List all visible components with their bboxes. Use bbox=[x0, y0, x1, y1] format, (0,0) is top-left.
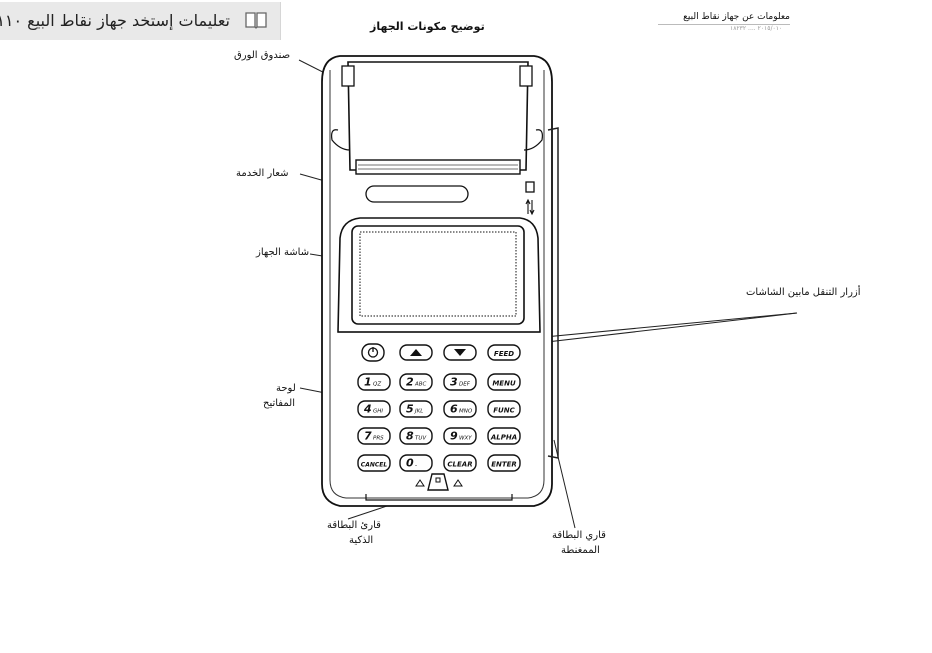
key-5[interactable] bbox=[399, 400, 433, 418]
document-tab[interactable]: تعليمات إستخد جهاز نقاط البيع ٨١١٠ bbox=[0, 2, 281, 40]
key-label-5: 5 bbox=[406, 403, 414, 416]
key-clear[interactable] bbox=[443, 454, 477, 472]
key-sublabel: PRS bbox=[373, 436, 384, 442]
key-cancel[interactable] bbox=[357, 454, 391, 472]
key-sublabel: WXY bbox=[459, 436, 472, 442]
key-sublabel: DEF bbox=[459, 382, 471, 388]
label-nav-buttons: أزرار التنقل مابين الشاشات bbox=[746, 287, 861, 298]
label-screen: شاشة الجهاز bbox=[256, 247, 310, 258]
key-sublabel: JKL bbox=[414, 409, 423, 415]
key-label-1: 1 bbox=[364, 376, 372, 389]
key-2[interactable] bbox=[399, 373, 433, 391]
label-magnetic-reader-2: الممغنطة bbox=[561, 545, 600, 556]
key-sublabel: TUV bbox=[415, 436, 427, 442]
key-label-alpha: ALPHA bbox=[490, 434, 517, 442]
key-sublabel: GHI bbox=[373, 409, 383, 415]
header-note-text: معلومات عن جهاز نقاط البيع bbox=[683, 12, 790, 22]
key-label-clear: CLEAR bbox=[447, 461, 472, 469]
key-sublabel: - bbox=[415, 463, 417, 469]
header-note: معلومات عن جهاز نقاط البيع bbox=[658, 12, 790, 25]
label-smart-reader-1: قارئ البطاقة bbox=[327, 520, 381, 531]
header-note-sub: ٢٠١٥/٠١٠ .... ١٨٢٣٢ bbox=[730, 25, 783, 32]
key-label-menu: MENU bbox=[492, 380, 516, 388]
key-6[interactable] bbox=[443, 400, 477, 418]
key-label-4: 4 bbox=[363, 403, 372, 416]
label-service-logo: شعار الخدمة bbox=[236, 168, 289, 179]
label-keypad-1: لوحة bbox=[276, 383, 296, 394]
tab-title: تعليمات إستخد جهاز نقاط البيع ٨١١٠ bbox=[0, 11, 230, 30]
key-1[interactable] bbox=[357, 373, 391, 391]
key-label-enter: ENTER bbox=[491, 461, 517, 469]
key-label-8: 8 bbox=[406, 430, 414, 443]
key-label-func: FUNC bbox=[493, 407, 515, 415]
key-sublabel: ABC bbox=[414, 382, 427, 388]
key-label-6: 6 bbox=[450, 403, 458, 416]
key-3[interactable] bbox=[443, 373, 477, 391]
label-magnetic-reader-1: قاري البطاقة bbox=[552, 530, 606, 541]
label-keypad-2: المفاتيح bbox=[263, 398, 295, 409]
key-4[interactable] bbox=[357, 400, 391, 418]
key-label-0: 0 bbox=[406, 457, 414, 470]
key-enter[interactable] bbox=[487, 454, 521, 472]
key-label-3: 3 bbox=[450, 376, 458, 389]
key-sublabel: QZ bbox=[373, 382, 381, 388]
key-label-cancel: CANCEL bbox=[361, 462, 388, 469]
key-8[interactable] bbox=[399, 427, 433, 445]
diagram-heading: توضيح مكونات الجهاز bbox=[370, 20, 485, 33]
key-0[interactable] bbox=[399, 454, 433, 472]
key-7[interactable] bbox=[357, 427, 391, 445]
key-label-2: 2 bbox=[406, 376, 414, 389]
key-menu[interactable] bbox=[487, 373, 521, 391]
key-label-7: 7 bbox=[364, 430, 372, 443]
key-9[interactable] bbox=[443, 427, 477, 445]
key-alpha[interactable] bbox=[487, 427, 521, 445]
label-smart-reader-2: الذكية bbox=[349, 535, 374, 546]
key-label-9: 9 bbox=[450, 430, 458, 443]
feed-key-label: FEED bbox=[494, 350, 514, 358]
book-icon bbox=[245, 12, 267, 29]
key-sublabel: MNO bbox=[459, 409, 473, 415]
key-func[interactable] bbox=[487, 400, 521, 418]
label-paper-box: صندوق الورق bbox=[234, 50, 291, 61]
